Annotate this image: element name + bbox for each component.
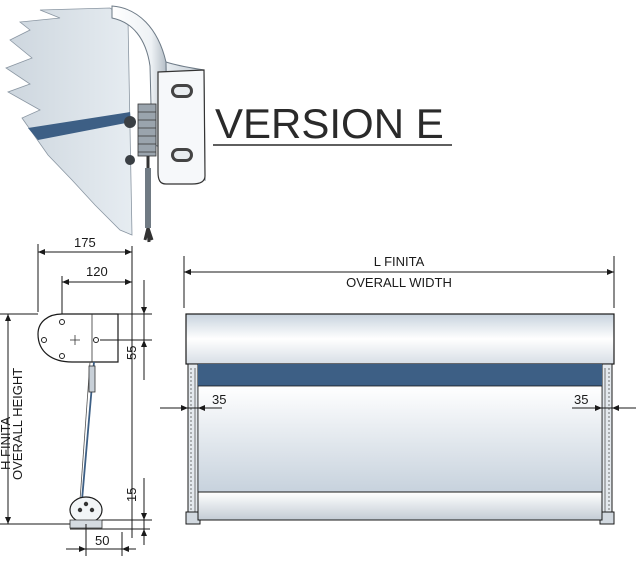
dim-15: 15 xyxy=(124,488,139,502)
fabric-edge-band xyxy=(28,112,131,140)
overall-height-label-it: H FINITA xyxy=(0,416,13,470)
bracket-detail-illustration: VERSION E xyxy=(5,5,452,243)
bottom-bar xyxy=(197,491,603,521)
left-guide-rail xyxy=(187,363,199,521)
overall-width-label-it: L FINITA xyxy=(374,254,425,269)
front-view: L FINITA OVERALL WIDTH 35 35 xyxy=(160,254,636,525)
dim-120: 120 xyxy=(86,264,108,279)
dim-55: 55 xyxy=(124,346,139,360)
version-title: VERSION E xyxy=(215,100,444,147)
fabric-color-band xyxy=(198,364,602,386)
mounting-plate xyxy=(157,69,206,185)
dim-50: 50 xyxy=(95,533,109,548)
dim-35-right: 35 xyxy=(574,392,588,407)
awning-fabric xyxy=(5,7,133,236)
overall-width-label-en: OVERALL WIDTH xyxy=(346,275,452,290)
roller-housing xyxy=(185,313,615,365)
profile-bottom-bar xyxy=(69,496,103,529)
dim-175: 175 xyxy=(74,235,96,250)
overall-height-label-en: OVERALL HEIGHT xyxy=(10,368,25,480)
dim-35-left: 35 xyxy=(212,392,226,407)
fabric-panel xyxy=(197,385,603,493)
profile-bracket xyxy=(37,313,119,363)
right-guide-rail xyxy=(601,363,613,521)
side-profile-view: 175 120 55 15 50 H FINITA OVERALL HEIGHT xyxy=(0,235,152,556)
